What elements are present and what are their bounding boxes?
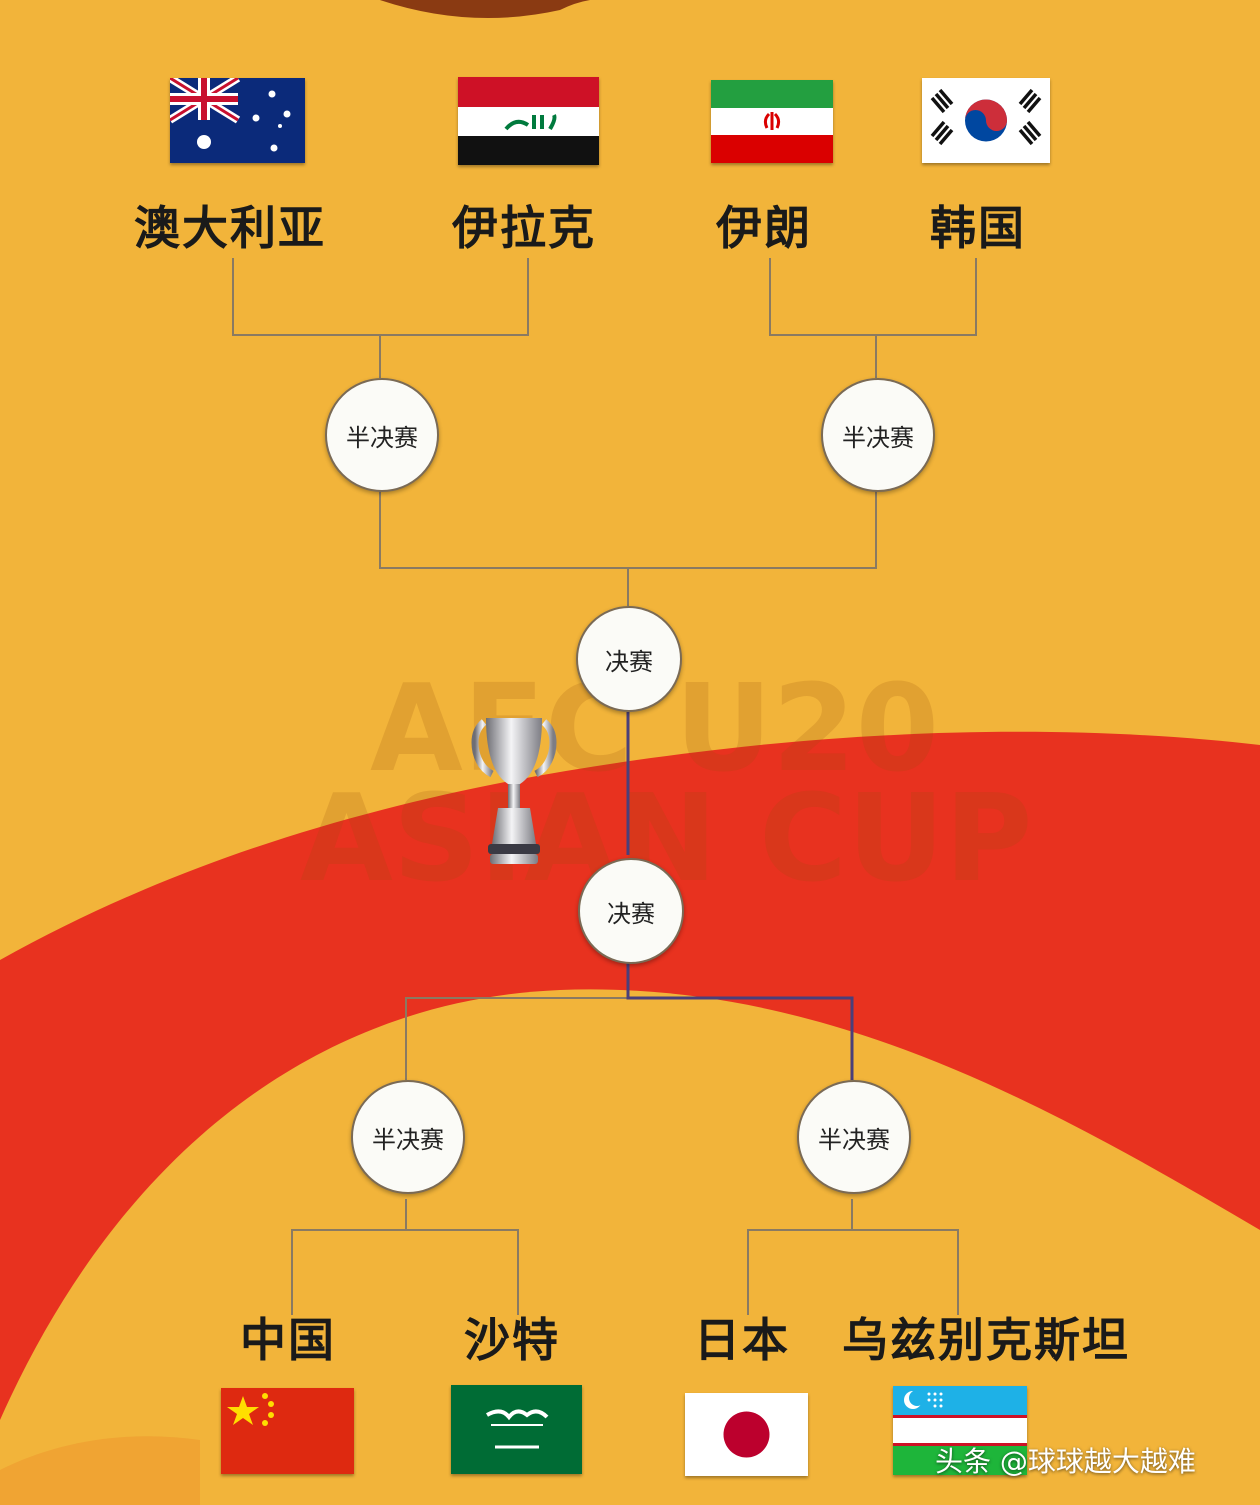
- semifinal-bottom-right: 半决赛: [797, 1080, 911, 1194]
- iran-flag-icon: [711, 80, 833, 163]
- south-korea-flag: [922, 78, 1050, 163]
- final-bottom: 决赛: [578, 858, 684, 964]
- iraq-flag-icon: [458, 77, 599, 165]
- trophy-icon: [471, 718, 557, 864]
- team-name-iran: 伊朗: [716, 201, 812, 255]
- team-name-china: 中国: [240, 1313, 336, 1367]
- team-name-saudi: 沙特: [464, 1313, 560, 1367]
- australia-flag: [170, 78, 305, 163]
- china-flag: [221, 1388, 354, 1474]
- semifinal-top-right: 半决赛: [821, 378, 935, 492]
- south-korea-flag-icon: [922, 78, 1050, 163]
- team-name-iraq: 伊拉克: [452, 201, 596, 255]
- china-flag-icon: [221, 1388, 354, 1474]
- saudi-arabia-flag: [451, 1385, 582, 1474]
- team-name-uzbekistan: 乌兹别克斯坦: [842, 1313, 1130, 1367]
- team-name-korea: 韩国: [930, 201, 1026, 255]
- credit-watermark: 头条 @球球越大越难: [935, 1445, 1196, 1478]
- iran-flag: [711, 80, 833, 163]
- uzbekistan-flag-icon: [893, 1386, 1027, 1475]
- iraq-flag: [458, 77, 599, 165]
- australia-flag-icon: [170, 78, 305, 163]
- semifinal-top-left: 半决赛: [325, 378, 439, 492]
- final-top: 决赛: [576, 606, 682, 712]
- semifinal-bottom-left: 半决赛: [351, 1080, 465, 1194]
- team-name-australia: 澳大利亚: [134, 201, 326, 255]
- team-name-japan: 日本: [694, 1313, 790, 1367]
- japan-flag-icon: [685, 1393, 808, 1476]
- uzbekistan-flag: [893, 1386, 1027, 1475]
- japan-flag: [685, 1393, 808, 1476]
- saudi-arabia-flag-icon: [451, 1385, 582, 1474]
